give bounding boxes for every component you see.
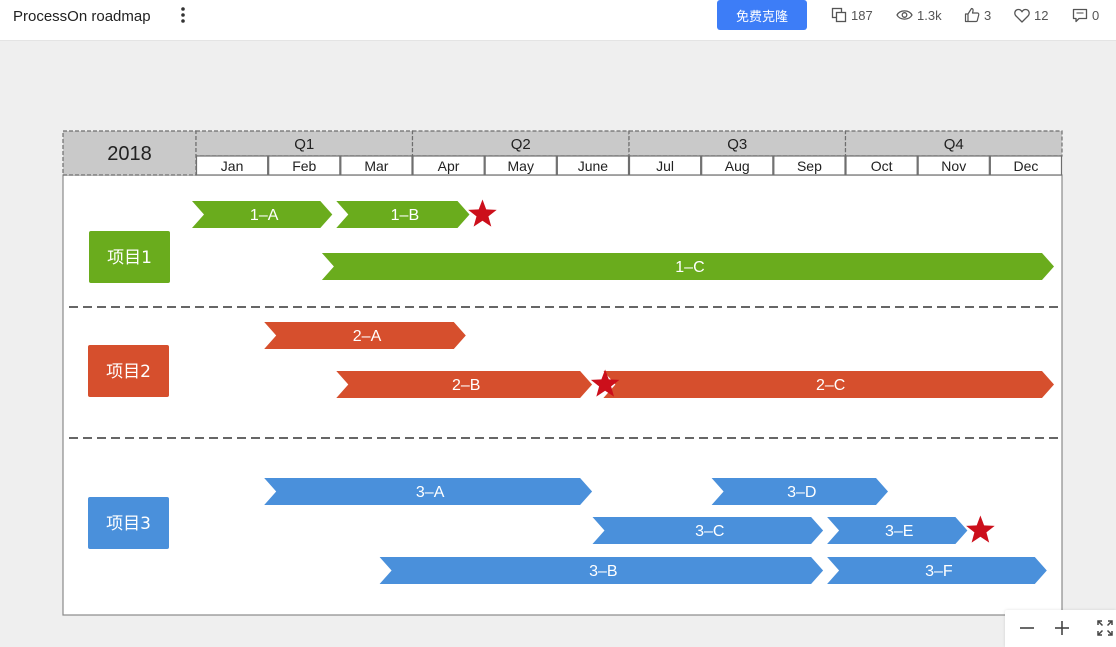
view-count: 1.3k [917, 7, 942, 23]
like-count-stat[interactable]: 3 [964, 6, 991, 24]
clone-icon [831, 7, 847, 23]
month-cell [989, 155, 1063, 176]
comment-count: 0 [1092, 7, 1100, 23]
task-bar[interactable] [264, 322, 466, 349]
month-cell [701, 155, 774, 176]
zoom-controls [1005, 610, 1116, 647]
zoom-in-icon[interactable] [1052, 618, 1072, 638]
task-label: 3–A [416, 484, 445, 501]
task-label: 2–B [452, 377, 480, 394]
task-bar[interactable] [711, 478, 888, 505]
favorite-count: 12 [1034, 7, 1049, 23]
project-label: 项目1 [107, 248, 152, 268]
quarter-cell [628, 130, 847, 157]
quarter-label: Q4 [944, 136, 964, 153]
comment-count-stat[interactable]: 0 [1072, 6, 1099, 24]
view-count-stat[interactable]: 1.3k [896, 6, 942, 24]
month-label: Sep [797, 158, 822, 174]
task-bar[interactable] [603, 371, 1054, 398]
month-label: Oct [871, 158, 893, 174]
year-label: 2018 [107, 143, 152, 165]
clone-count-stat[interactable]: 187 [831, 6, 873, 24]
fullscreen-icon[interactable] [1095, 618, 1115, 638]
thumbs-up-icon [964, 7, 980, 23]
month-cell [484, 155, 557, 176]
task-label: 3–D [787, 484, 816, 501]
more-options-icon[interactable] [176, 5, 190, 27]
task-label: 3–E [885, 523, 913, 540]
month-cell [340, 155, 413, 176]
task-bar[interactable] [379, 557, 824, 584]
task-label: 3–C [695, 523, 724, 540]
task-bar[interactable] [321, 253, 1054, 280]
project-label: 项目3 [106, 514, 151, 534]
month-cell [773, 155, 846, 176]
month-label: Apr [438, 158, 460, 174]
month-label: Mar [364, 158, 388, 174]
eye-icon [896, 10, 913, 20]
heart-icon [1014, 8, 1030, 23]
task-label: 2–A [353, 328, 382, 345]
free-clone-button[interactable]: 免费克隆 [717, 0, 807, 30]
task-bar[interactable] [336, 371, 593, 398]
favorite-count-stat[interactable]: 12 [1014, 6, 1048, 24]
task-label: 1–C [675, 259, 704, 276]
task-label: 1–A [250, 207, 279, 224]
task-label: 2–C [816, 377, 845, 394]
month-label: Feb [292, 158, 316, 174]
month-cell [917, 155, 990, 176]
task-label: 3–F [925, 563, 953, 580]
like-count: 3 [984, 7, 992, 23]
year-cell [62, 130, 197, 176]
quarter-cell [195, 130, 414, 157]
task-bar[interactable] [592, 517, 824, 544]
zoom-out-icon[interactable] [1017, 618, 1037, 638]
clone-count: 187 [851, 7, 873, 23]
month-cell [845, 155, 918, 176]
month-label: Jul [656, 158, 674, 174]
task-bar[interactable] [336, 201, 470, 228]
task-bar[interactable] [192, 201, 333, 228]
month-label: Nov [941, 158, 966, 174]
month-label: Dec [1013, 158, 1038, 174]
month-label: May [508, 158, 534, 174]
project-label-box[interactable] [88, 497, 169, 549]
month-label: Aug [725, 158, 750, 174]
project-label: 项目2 [106, 362, 151, 382]
month-label: June [578, 158, 609, 174]
month-cell [556, 155, 630, 176]
month-cell [628, 155, 702, 176]
top-toolbar: ProcessOn roadmap 免费克隆 187 1.3k 3 12 [0, 0, 1116, 41]
month-cell [268, 155, 341, 176]
task-bar[interactable] [264, 478, 593, 505]
quarter-cell [844, 130, 1063, 157]
milestone-star-icon [590, 369, 620, 397]
quarter-label: Q2 [511, 136, 531, 153]
task-label: 3–B [589, 563, 617, 580]
month-cell [412, 155, 485, 176]
comment-icon [1072, 8, 1088, 22]
project-label-box[interactable] [88, 345, 169, 397]
task-label: 1–B [391, 207, 419, 224]
document-title: ProcessOn roadmap [13, 8, 151, 25]
project-label-box[interactable] [89, 231, 170, 283]
task-bar[interactable] [827, 517, 968, 544]
quarter-label: Q1 [294, 136, 314, 153]
milestone-star-icon [468, 199, 497, 227]
month-label: Jan [221, 158, 244, 174]
task-bar[interactable] [827, 557, 1047, 584]
month-cell [195, 155, 269, 176]
milestone-star-icon [966, 515, 995, 543]
quarter-label: Q3 [727, 136, 747, 153]
